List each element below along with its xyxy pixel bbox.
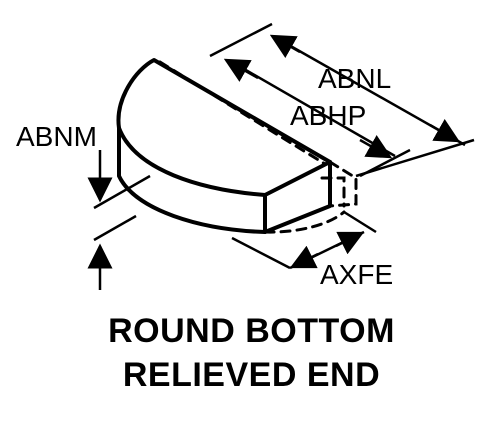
abnl-label: ABNL — [318, 63, 391, 94]
relieved-end-hidden-lines — [158, 60, 358, 234]
axfe-arrow-left — [289, 245, 319, 269]
caption-line-2: RELIEVED END — [122, 356, 381, 394]
caption-line-1: ROUND BOTTOM — [108, 312, 395, 350]
abnl-extension-top — [209, 22, 273, 58]
axfe-arrow-right — [335, 231, 365, 255]
abnl-dimension — [209, 22, 475, 178]
abhp-arrow-bottom — [359, 135, 393, 159]
abhp-dimension — [223, 58, 411, 178]
axfe-dimension — [231, 210, 377, 270]
axfe-extension-right — [343, 210, 377, 234]
abnm-dimension — [87, 150, 151, 290]
abnl-extension-bottom — [355, 138, 475, 178]
abnm-extension-top — [93, 174, 151, 210]
abhp-extension — [359, 148, 411, 178]
abnl-arrow-top — [269, 34, 301, 59]
key-top-face — [116, 58, 332, 197]
key-body — [116, 58, 332, 234]
abhp-arrow-top — [223, 58, 259, 82]
key-end-face — [263, 160, 332, 234]
key-drawing: ABNL ABHP ABNM AXFE — [16, 22, 475, 290]
axfe-extension-left — [231, 236, 291, 270]
abnm-label: ABNM — [16, 121, 97, 152]
axfe-label: AXFE — [320, 259, 393, 290]
abnl-arrow-bottom — [429, 118, 461, 143]
key-front-arc — [117, 126, 267, 234]
abnm-extension-bottom — [93, 214, 137, 242]
abhp-label: ABHP — [290, 100, 366, 131]
